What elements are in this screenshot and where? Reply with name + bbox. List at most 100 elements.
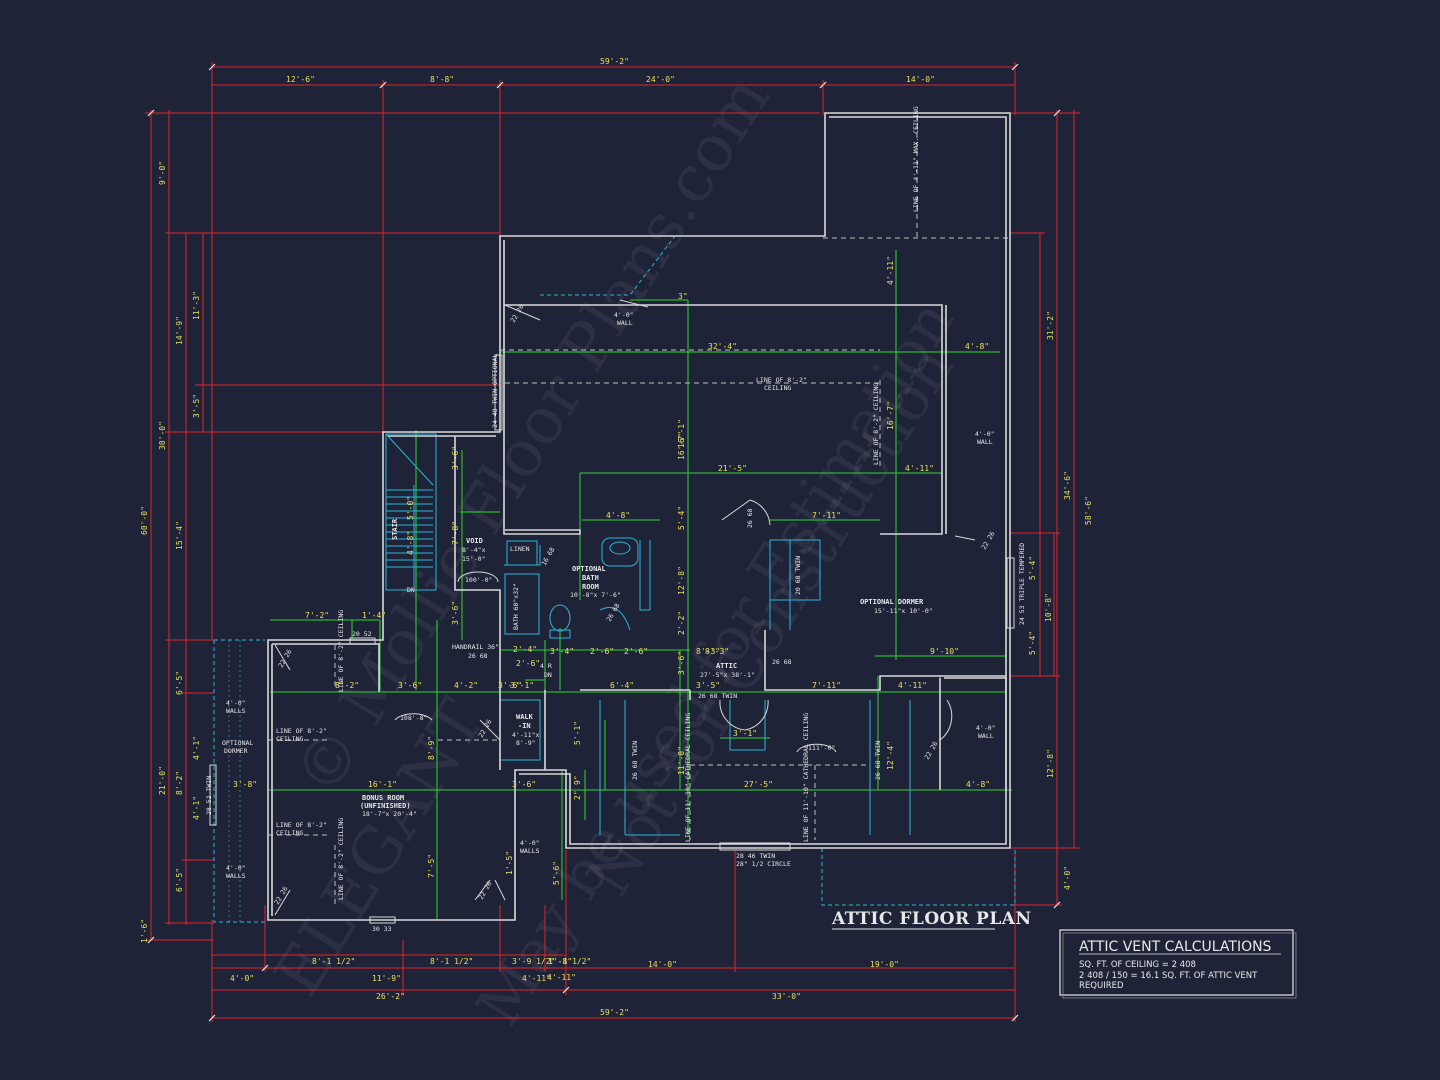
- dim-top-b: 8'-8": [430, 75, 454, 84]
- dim-11-0: 11'-0": [677, 746, 686, 775]
- note-door-2668-b: 26 68: [772, 658, 792, 666]
- dim-right-a: 31'-2": [1046, 311, 1055, 340]
- note-door-1668: 16 68: [540, 546, 557, 567]
- dim-21-5: 21'-5": [718, 464, 747, 473]
- note-window-bottom: 28 46 TWIN: [736, 852, 775, 860]
- cyan-fixtures-and-openings: [213, 115, 1016, 923]
- bath-label-2: BATH: [582, 574, 599, 582]
- vent-calc-line-2: 2 408 / 150 = 16.1 SQ. FT. OF ATTIC VENT: [1079, 971, 1258, 981]
- dim-16-1-b: 16'-1": [677, 419, 686, 448]
- note-vert-ceiling-1: LINE OF 8'-2" CEILING: [872, 383, 880, 465]
- note-ceil-left-2: CEILING: [276, 735, 303, 743]
- note-cathedral-1: LINE OF 11'-10" CATHEDRAL CEILING: [684, 713, 692, 842]
- note-ceil-left-4: CEILING: [276, 829, 303, 837]
- dim-top-total: 59'-2": [600, 57, 629, 66]
- stair-treads: [386, 489, 433, 568]
- dim-2-4: 2'-4": [513, 645, 537, 654]
- note-vert-ceiling-2: LINE OF 8'-2" CEILING: [337, 610, 345, 692]
- void-size-1: 8'-4"x: [462, 546, 486, 554]
- dim-2-6-a: 2'-6": [590, 647, 614, 656]
- dim-bottom-r1-b: 11'-9": [372, 974, 401, 983]
- dim-16-7-b: 16'-7": [886, 401, 895, 430]
- dim-right-b: 34'-6": [1063, 471, 1072, 500]
- note-door-2668-d: 26 68 TWIN: [698, 692, 737, 700]
- stair-label: STAIR: [391, 518, 399, 540]
- dim-3-6-e: 3'-6": [451, 446, 460, 470]
- dim-left-e: 14'-9": [175, 316, 184, 345]
- dim-5-1: 5'-1": [573, 721, 582, 745]
- note-door-2668-f: 26 68 TWIN: [874, 741, 882, 780]
- dim-3-5: 3'-5": [696, 681, 720, 690]
- dim-right-e: 10'-8": [1044, 593, 1053, 622]
- dim-7-11-b: 7'-11": [812, 681, 841, 690]
- room-labels: VOID 8'-4"x 15'-0" 100'-0" OPTIONAL BATH…: [222, 518, 933, 818]
- note-window-top: 24 48 TWIN OPTIONAL: [491, 354, 499, 428]
- dim-top-c: 24'-0": [646, 75, 675, 84]
- note-door-2226-e: 22 26: [980, 530, 997, 551]
- riser-label: 4 R: [540, 662, 552, 670]
- dim-left-m: 4'-1": [192, 796, 201, 820]
- windows: [209, 354, 1015, 924]
- note-wall-right-3: 4'-0": [976, 724, 996, 732]
- vent-calc-line-1: SQ. FT. OF CEILING = 2 408: [1079, 960, 1196, 970]
- dim-9-inch: 9": [573, 775, 582, 785]
- dim-right-c: 12'-8": [1046, 749, 1055, 778]
- note-ceil-left-3: LINE OF 8'-2": [276, 821, 327, 829]
- dim-8-3-b: 8'-3": [705, 647, 729, 656]
- dim-32-4: 32'-4": [708, 342, 737, 351]
- dim-left-f: 15'-4": [175, 521, 184, 550]
- dim-bottom-a: 26'-2": [376, 992, 405, 1001]
- dim-3-6-c: 3'-6": [512, 780, 536, 789]
- dim-5-6: 5'-6": [552, 861, 561, 885]
- walls: [267, 112, 1011, 921]
- dim-5-0: 5'-0": [406, 496, 415, 520]
- dim-12-4: 12'-4": [886, 741, 895, 770]
- ceiling-arcs: [394, 571, 837, 753]
- dim-27-5: 27'-5": [744, 780, 773, 789]
- dim-4-2: 4'-2": [454, 681, 478, 690]
- note-wall-right-4: WALL: [978, 732, 994, 740]
- dim-16-7: 16'-7": [677, 431, 686, 460]
- dim-left-a: 9'-0": [158, 161, 167, 185]
- note-window-left: 28 52 TWIN: [205, 776, 213, 815]
- dim-4-11-c: 4'-11": [898, 681, 927, 690]
- dim-bottom-r2-c: 3'-9 1/2": [512, 957, 555, 966]
- dim-7-5: 7'-5": [427, 854, 436, 878]
- dim-16-1: 16'-1": [368, 780, 397, 789]
- note-cathedral-2: LINE OF 11'-10" CATHEDRAL CEILING: [802, 713, 810, 842]
- dim-1-4: 1'-4": [362, 611, 386, 620]
- attic-vent-calculations-box: ATTIC VENT CALCULATIONS SQ. FT. OF CEILI…: [1059, 929, 1297, 999]
- walk-in-label-1: WALK: [516, 713, 534, 721]
- note-window-bottom-2: 28" 1/2 CIRCLE: [736, 860, 791, 868]
- note-walls-mid-1: 4'-0": [520, 839, 540, 847]
- dormer-label: OPTIONAL DORMER: [860, 598, 924, 606]
- note-window-2052: 20 52: [352, 630, 372, 638]
- bonus-room-unfinished: (UNFINISHED): [360, 802, 411, 810]
- dim-top-a: 12'-6": [286, 75, 315, 84]
- dimension-ticks: [147, 63, 1061, 1022]
- optional-dormer-left-1: OPTIONAL: [222, 739, 253, 747]
- note-door-2226-c: 22 26: [477, 880, 494, 901]
- note-walls-left-1: 4'-0": [226, 699, 246, 707]
- dim-4-8-top: 4'-8": [965, 342, 989, 351]
- dim-3-6-b: 3'-6": [498, 681, 522, 690]
- dim-12-8: 12'-8": [677, 566, 686, 595]
- dim-2-6-b: 2'-6": [624, 647, 648, 656]
- void-arc-label: 100'-0": [465, 576, 492, 584]
- attic-dn-label: DN: [544, 671, 552, 679]
- note-walls-mid-2: WALLS: [520, 847, 540, 855]
- dim-left-b: 30'-0": [158, 421, 167, 450]
- arc-111-label: 111'-0": [808, 744, 835, 752]
- dim-4-11: 4'-11": [905, 464, 934, 473]
- note-wall-top-2: WALL: [617, 319, 633, 327]
- dim-top-d: 14'-0": [906, 75, 935, 84]
- note-door-2226-d: 22 26: [509, 303, 526, 324]
- arc-108-label: 108'-8": [400, 714, 427, 722]
- dim-8-3: 8'-3": [696, 647, 720, 656]
- drawing-title: ATTIC FLOOR PLAN: [831, 909, 1032, 929]
- dim-bottom-b: 33'-0": [772, 992, 801, 1001]
- dim-1-8: 1'-8": [548, 957, 572, 966]
- note-door-2226-a: 22 26: [277, 648, 294, 669]
- void-label: VOID: [466, 537, 483, 545]
